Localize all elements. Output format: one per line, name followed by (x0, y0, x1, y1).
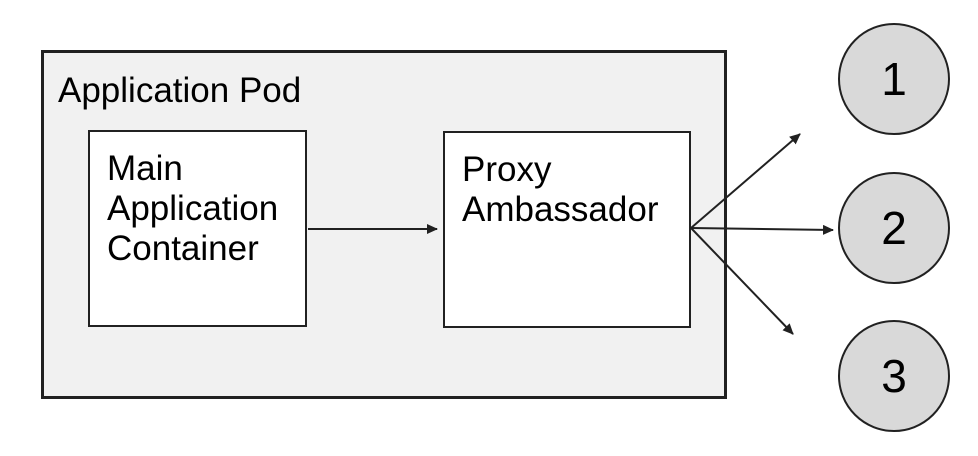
main-application-container-node: Main Application Container (88, 130, 307, 327)
proxy-ambassador-label: Proxy Ambassador (462, 150, 659, 229)
endpoint-circle-3: 3 (838, 320, 950, 432)
endpoint-circle-1: 1 (838, 23, 950, 135)
endpoint-circle-2: 2 (838, 172, 950, 284)
endpoint-1-label: 1 (881, 53, 907, 105)
endpoint-2-label: 2 (881, 202, 907, 254)
endpoint-3-label: 3 (881, 350, 907, 402)
main-application-container-label: Main Application Container (107, 149, 279, 268)
proxy-ambassador-node: Proxy Ambassador (443, 131, 691, 328)
application-pod-title: Application Pod (58, 71, 302, 110)
